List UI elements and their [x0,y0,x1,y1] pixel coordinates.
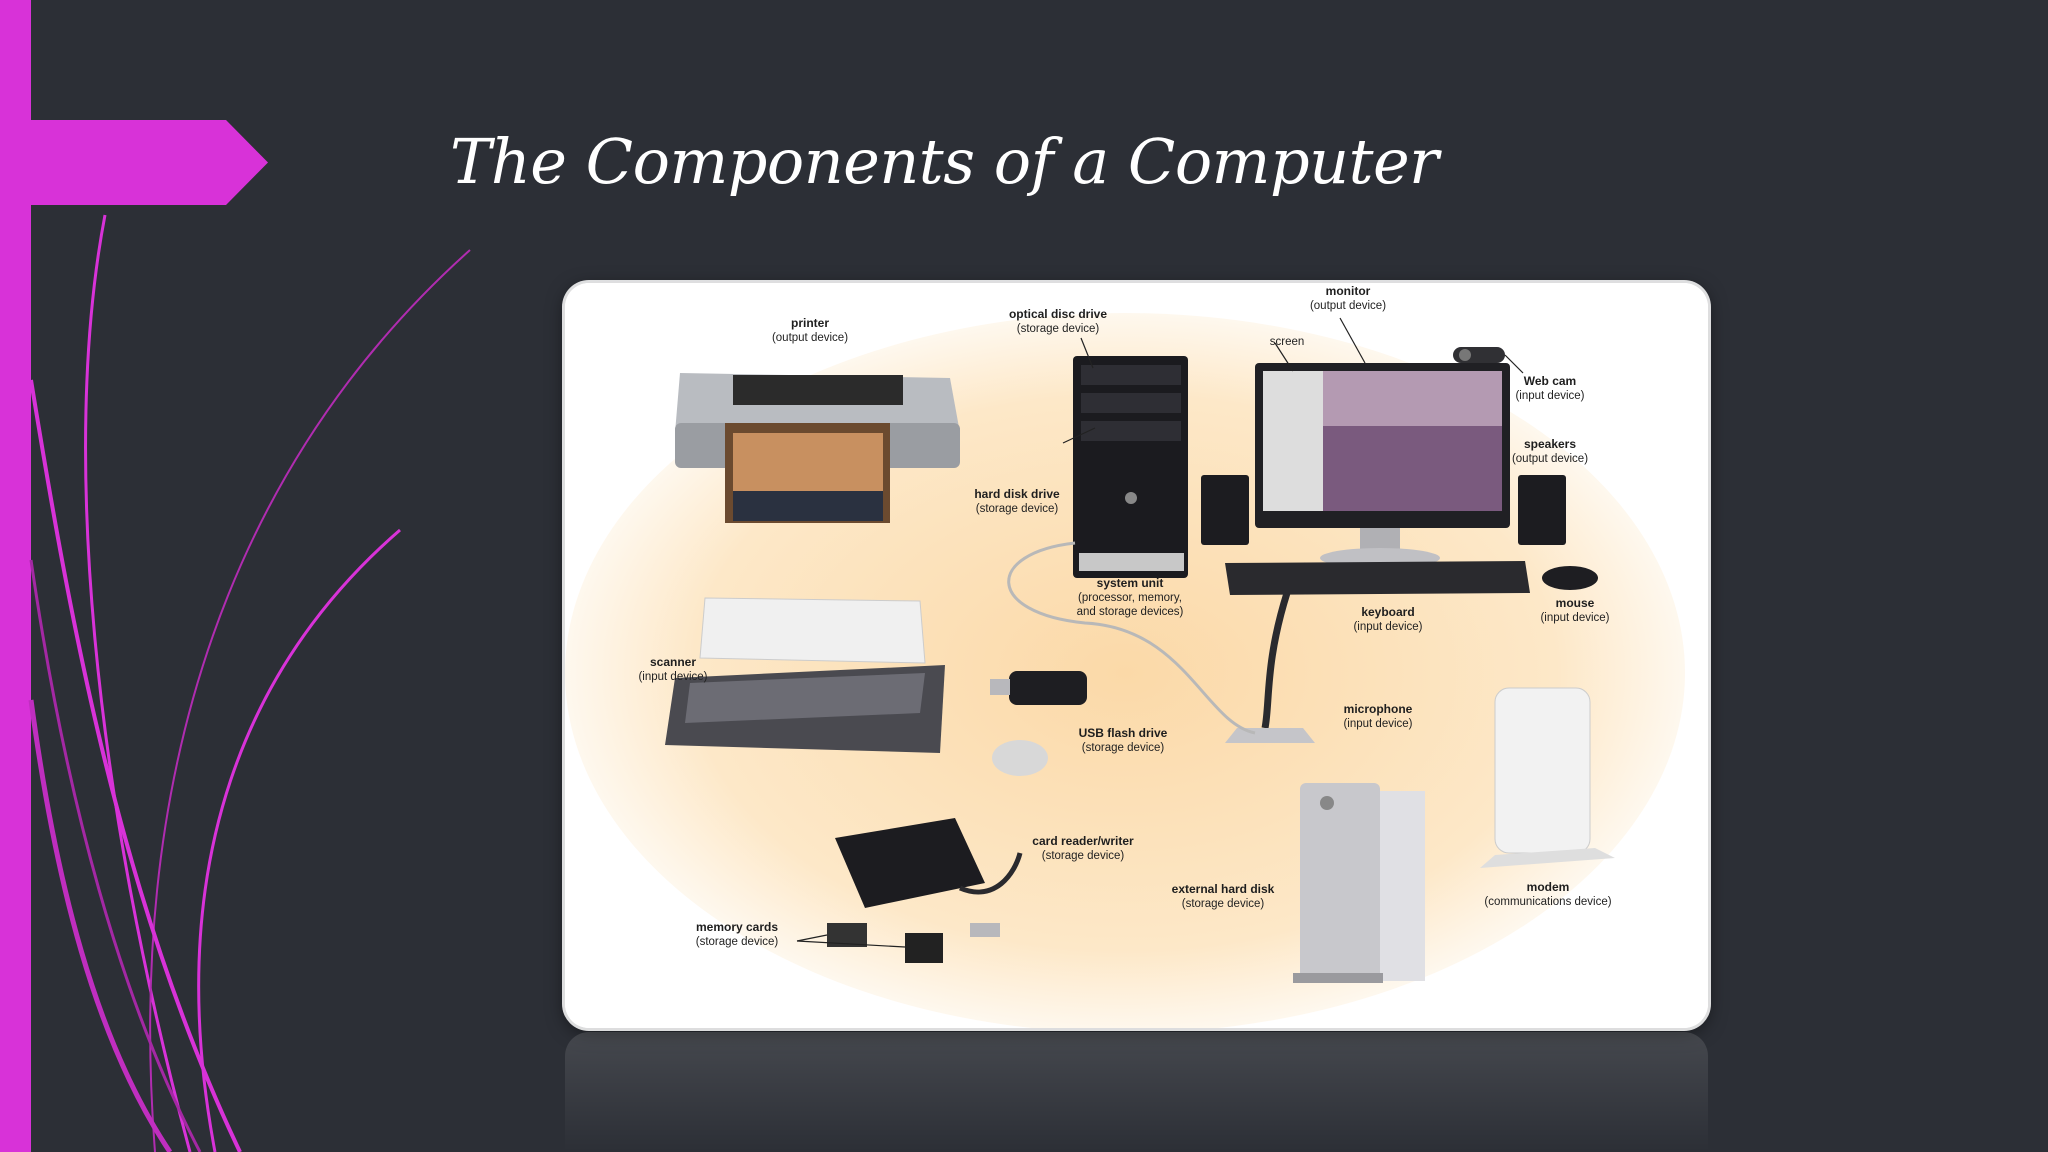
label-memory-cards: memory cards (storage device) [696,920,779,948]
svg-text:(storage device): (storage device) [1182,898,1265,910]
svg-text:mouse: mouse [1556,596,1595,610]
svg-text:(storage device): (storage device) [1017,323,1100,335]
svg-text:(input device): (input device) [1343,718,1412,730]
usb-flash-drive-image [990,671,1087,776]
svg-text:monitor: monitor [1326,284,1371,298]
svg-text:hard disk drive: hard disk drive [974,487,1060,501]
svg-text:optical disc drive: optical disc drive [1009,307,1107,321]
svg-text:(storage device): (storage device) [976,503,1059,515]
external-hard-disk-image [1293,783,1425,983]
label-speakers: speakers (output device) [1512,437,1588,465]
memory-card-image [905,933,943,963]
svg-text:microphone: microphone [1344,702,1413,716]
svg-text:card reader/writer: card reader/writer [1032,834,1134,848]
svg-text:modem: modem [1527,880,1570,894]
system-unit-image [1073,356,1188,578]
slide-title: The Components of a Computer [450,125,1439,198]
svg-text:(processor, memory,: (processor, memory, [1078,592,1182,604]
svg-text:USB flash drive: USB flash drive [1079,726,1168,740]
mouse-image [1542,566,1598,590]
svg-text:screen: screen [1270,336,1305,348]
accent-arrow-banner [0,120,268,205]
svg-text:and storage devices): and storage devices) [1077,606,1184,618]
diagram-reflection [565,1032,1708,1152]
svg-text:(storage device): (storage device) [696,936,779,948]
svg-text:(input device): (input device) [638,671,707,683]
left-speaker-image [1201,475,1249,545]
svg-text:(output device): (output device) [1310,300,1386,312]
label-hard-disk-drive: hard disk drive (storage device) [974,487,1060,515]
modem-image [1480,687,1615,868]
label-optical-disc-drive: optical disc drive (storage device) [1009,307,1107,335]
svg-text:(output device): (output device) [1512,453,1588,465]
svg-text:keyboard: keyboard [1361,605,1414,619]
svg-text:scanner: scanner [650,655,696,669]
label-microphone: microphone (input device) [1343,702,1412,730]
right-speaker-image [1518,475,1566,545]
monitor-image [1255,363,1510,568]
scanner-image [665,597,945,753]
label-usb-flash-drive: USB flash drive (storage device) [1079,726,1168,754]
svg-text:(storage device): (storage device) [1042,850,1125,862]
label-card-reader: card reader/writer (storage device) [1032,834,1134,862]
label-webcam: Web cam (input device) [1515,374,1584,402]
label-printer: printer (output device) [772,316,848,344]
svg-text:(input device): (input device) [1540,612,1609,624]
keyboard-image [1225,561,1530,595]
printer-image [675,373,960,523]
label-scanner: scanner (input device) [638,655,707,683]
label-system-unit: system unit (processor, memory, and stor… [1077,576,1184,618]
svg-text:Web cam: Web cam [1524,374,1576,388]
label-modem: modem (communications device) [1484,880,1611,908]
webcam-image [1453,347,1505,363]
svg-text:(input device): (input device) [1515,390,1584,402]
svg-text:(storage device): (storage device) [1082,742,1165,754]
svg-text:external hard disk: external hard disk [1172,882,1275,896]
svg-text:(output device): (output device) [772,332,848,344]
svg-text:printer: printer [791,316,829,330]
label-keyboard: keyboard (input device) [1353,605,1422,633]
svg-text:(input device): (input device) [1353,621,1422,633]
decorative-curves [28,214,471,1152]
svg-text:system unit: system unit [1097,576,1164,590]
leader-lines [796,317,1524,948]
svg-text:speakers: speakers [1524,437,1576,451]
svg-text:(communications device): (communications device) [1484,896,1611,908]
label-monitor: monitor (output device) [1310,284,1386,312]
card-reader-image [835,818,1023,937]
computer-components-diagram: printer (output device) optical disc dri… [565,283,1708,1028]
label-mouse: mouse (input device) [1540,596,1609,624]
label-screen: screen [1270,336,1305,348]
svg-text:memory cards: memory cards [696,920,778,934]
label-external-hard-disk: external hard disk (storage device) [1172,882,1275,910]
